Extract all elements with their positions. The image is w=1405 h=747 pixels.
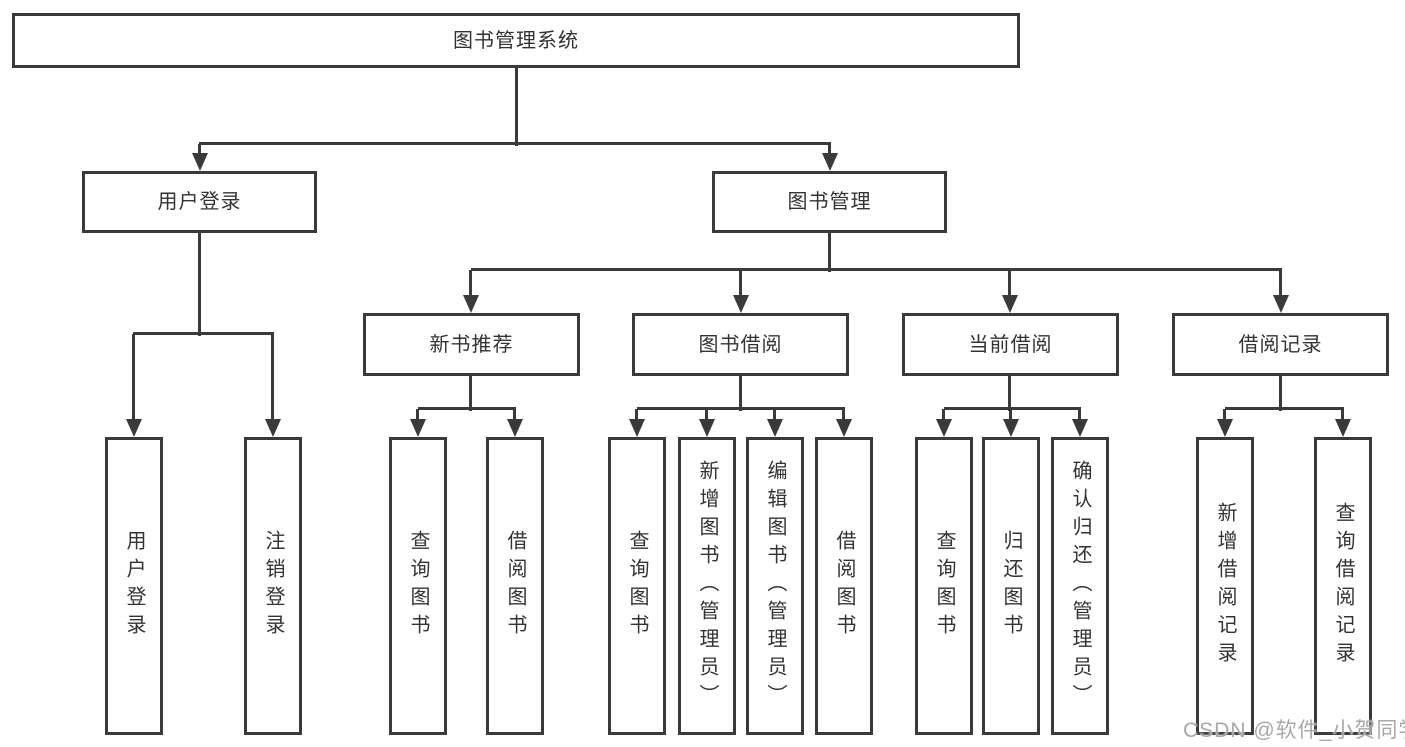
arrowhead-down-icon	[1002, 295, 1018, 313]
connector-arrow-stem	[416, 409, 419, 421]
connector-stem	[739, 376, 742, 411]
arrowhead-down-icon	[936, 419, 952, 437]
connector-arrow-stem	[132, 334, 135, 421]
connector-arrow-stem	[1223, 409, 1226, 421]
connector-arrow-stem	[635, 409, 638, 421]
watermark-text: CSDN @软件_小贺同学	[1183, 719, 1405, 742]
leaf-newbook-borrow-label: 借阅图书	[504, 530, 526, 642]
arrowhead-down-icon	[1217, 419, 1233, 437]
connector-arrow-stem	[469, 270, 472, 297]
arrowhead-down-icon	[1335, 419, 1351, 437]
node-root: 图书管理系统	[12, 13, 1020, 68]
node-borrow-record: 借阅记录	[1172, 313, 1389, 376]
node-new-book-recommend: 新书推荐	[363, 313, 580, 376]
leaf-borrow-add-admin-label: 新增图书（管理员）	[696, 460, 718, 712]
leaf-record-query: 查询借阅记录	[1314, 437, 1372, 735]
leaf-record-query-label: 查询借阅记录	[1332, 502, 1354, 670]
connector-branch	[199, 142, 831, 145]
connector-branch	[471, 268, 1282, 271]
leaf-record-add-label: 新增借阅记录	[1214, 502, 1236, 670]
leaf-current-confirm-admin: 确认归还（管理员）	[1051, 437, 1109, 735]
connector-arrow-stem	[1341, 409, 1344, 421]
connector-arrow-stem	[773, 409, 776, 421]
leaf-newbook-query-label: 查询图书	[407, 530, 429, 642]
connector-arrow-stem	[942, 409, 945, 421]
leaf-current-query-label: 查询图书	[933, 530, 955, 642]
arrowhead-down-icon	[265, 419, 281, 437]
connector-stem	[1279, 376, 1282, 411]
leaf-borrow-add-admin: 新增图书（管理员）	[678, 437, 736, 735]
arrowhead-down-icon	[1003, 419, 1019, 437]
node-book-borrow: 图书借阅	[632, 313, 849, 376]
leaf-record-add: 新增借阅记录	[1196, 437, 1254, 735]
leaf-borrow-edit-admin-label: 编辑图书（管理员）	[764, 460, 786, 712]
node-book-borrow-label: 图书借阅	[698, 333, 783, 356]
arrowhead-down-icon	[822, 153, 838, 171]
leaf-logout: 注销登录	[244, 437, 302, 735]
connector-arrow-stem	[828, 144, 831, 155]
leaf-borrow-borrow-label: 借阅图书	[833, 530, 855, 642]
connector-branch	[637, 407, 845, 410]
connector-arrow-stem	[513, 409, 516, 421]
arrowhead-down-icon	[629, 419, 645, 437]
connector-stem	[828, 233, 831, 272]
connector-branch	[133, 332, 274, 335]
node-borrow-record-label: 借阅记录	[1238, 333, 1323, 356]
leaf-user-login-label: 用户登录	[123, 530, 145, 642]
node-book-management: 图书管理	[712, 171, 947, 233]
leaf-borrow-query-label: 查询图书	[626, 530, 648, 642]
arrowhead-down-icon	[1072, 419, 1088, 437]
leaf-borrow-edit-admin: 编辑图书（管理员）	[746, 437, 804, 735]
node-book-management-label: 图书管理	[787, 191, 872, 213]
node-user-login: 用户登录	[82, 171, 317, 233]
connector-arrow-stem	[1009, 409, 1012, 421]
leaf-borrow-query: 查询图书	[608, 437, 666, 735]
leaf-borrow-borrow: 借阅图书	[815, 437, 873, 735]
arrowhead-down-icon	[192, 153, 208, 171]
connector-arrow-stem	[271, 334, 274, 421]
connector-arrow-stem	[198, 144, 201, 155]
connector-branch	[418, 407, 516, 410]
arrowhead-down-icon	[1273, 295, 1289, 313]
connector-stem	[1008, 376, 1011, 411]
leaf-current-return: 归还图书	[982, 437, 1040, 735]
connector-branch	[944, 407, 1081, 410]
connector-arrow-stem	[1008, 270, 1011, 297]
node-current-borrow-label: 当前借阅	[968, 333, 1053, 356]
connector-stem	[469, 376, 472, 411]
arrowhead-down-icon	[126, 419, 142, 437]
connector-arrow-stem	[705, 409, 708, 421]
arrowhead-down-icon	[699, 419, 715, 437]
arrowhead-down-icon	[463, 295, 479, 313]
connector-arrow-stem	[1279, 270, 1282, 297]
leaf-newbook-query: 查询图书	[389, 437, 447, 735]
connector-branch	[1225, 407, 1344, 410]
leaf-current-query: 查询图书	[915, 437, 973, 735]
arrowhead-down-icon	[767, 419, 783, 437]
arrowhead-down-icon	[836, 419, 852, 437]
leaf-newbook-borrow: 借阅图书	[486, 437, 544, 735]
leaf-user-login: 用户登录	[105, 437, 163, 735]
leaf-current-return-label: 归还图书	[1000, 530, 1022, 642]
node-user-login-label: 用户登录	[157, 191, 242, 213]
connector-stem	[515, 68, 518, 146]
connector-stem	[198, 233, 201, 336]
arrowhead-down-icon	[733, 295, 749, 313]
node-root-label: 图书管理系统	[453, 29, 579, 52]
connector-arrow-stem	[842, 409, 845, 421]
node-new-book-recommend-label: 新书推荐	[429, 333, 514, 356]
node-current-borrow: 当前借阅	[902, 313, 1119, 376]
leaf-logout-label: 注销登录	[262, 530, 284, 642]
connector-arrow-stem	[739, 270, 742, 297]
arrowhead-down-icon	[507, 419, 523, 437]
leaf-current-confirm-admin-label: 确认归还（管理员）	[1069, 460, 1091, 712]
arrowhead-down-icon	[410, 419, 426, 437]
connector-arrow-stem	[1078, 409, 1081, 421]
